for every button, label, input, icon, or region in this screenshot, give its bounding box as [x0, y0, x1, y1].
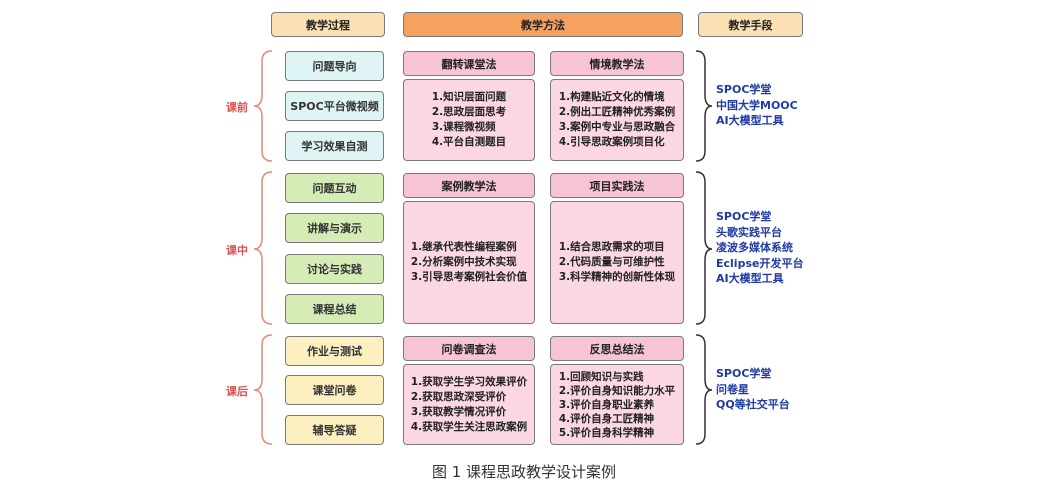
method-project-item: 2.代码质量与可维护性 [558, 256, 665, 268]
method-reflection-body: 1.回顾知识与实践 2.评价自身知识能力水平 3.评价自身职业素养 4.评价自身… [550, 364, 684, 445]
method-project-item: 3.科学精神的创新性体现 [558, 271, 676, 283]
stage-after: 课后 [226, 385, 248, 398]
method-case-title: 案例教学法 [403, 173, 535, 198]
method-reflection-item: 1.回顾知识与实践 [558, 370, 644, 383]
tool-bracket-before [695, 50, 713, 162]
tool-item: 头歌实践平台 [716, 225, 782, 239]
tool-item: AI大模型工具 [716, 272, 784, 285]
method-survey-item: 3.获取教学情况评价 [410, 405, 507, 418]
method-situation-body: 1.构建贴近文化的情境 2.例出工匠精神优秀案例 3.案例中专业与思政融合 4.… [550, 79, 684, 161]
method-survey-item: 4.获取学生关注思政案例 [410, 420, 528, 433]
method-reflection-item: 2.评价自身知识能力水平 [558, 384, 676, 397]
method-flipped-title: 翻转课堂法 [403, 51, 535, 76]
header-methods: 教学方法 [403, 12, 683, 37]
tool-item: 凌波多媒体系统 [716, 241, 793, 254]
method-reflection-item: 4.评价自身工匠精神 [558, 412, 655, 425]
figure-caption: 图 1 课程思政教学设计案例 [431, 463, 617, 481]
method-situation-title: 情境教学法 [550, 51, 684, 76]
process-during-3: 讨论与实践 [285, 254, 384, 284]
method-reflection-item: 5.评价自身科学精神 [558, 426, 655, 439]
bracket-during [253, 171, 273, 325]
process-before-2: SPOC平台微视频 [285, 91, 384, 121]
method-case-item: 3.引导思考案例社会价值 [410, 271, 528, 283]
method-flipped-item: 2.思政层面思考 [431, 106, 507, 118]
method-survey-title: 问卷调查法 [403, 336, 535, 361]
process-during-2: 讲解与演示 [285, 213, 384, 243]
method-reflection-title: 反思总结法 [550, 336, 684, 361]
tools-during: SPOC学堂 头歌实践平台 凌波多媒体系统 Eclipse开发平台 AI大模型工… [716, 209, 803, 287]
bracket-before [253, 50, 273, 162]
tool-item: QQ等社交平台 [716, 398, 790, 411]
method-situation-item: 3.案例中专业与思政融合 [558, 121, 676, 133]
process-during-1: 问题互动 [285, 173, 384, 203]
tools-after: SPOC学堂 问卷星 QQ等社交平台 [716, 366, 790, 413]
method-project-body: 1.结合思政需求的项目 2.代码质量与可维护性 3.科学精神的创新性体现 [550, 201, 684, 324]
tool-bracket-after [695, 334, 713, 445]
method-project-title: 项目实践法 [550, 173, 684, 198]
process-after-3: 辅导答疑 [285, 415, 384, 445]
process-before-3: 学习效果自测 [285, 131, 384, 161]
tool-item: SPOC学堂 [716, 367, 772, 380]
header-tools: 教学手段 [698, 12, 803, 37]
method-situation-item: 2.例出工匠精神优秀案例 [558, 106, 676, 118]
method-project-item: 1.结合思政需求的项目 [558, 241, 665, 253]
method-case-item: 1.继承代表性编程案例 [410, 241, 517, 253]
tool-item: 问卷星 [716, 382, 749, 396]
bracket-after [253, 334, 273, 445]
method-flipped-item: 1.知识层面问题 [431, 91, 507, 103]
method-survey-body: 1.获取学生学习效果评价 2.获取思政深受评价 3.获取教学情况评价 4.获取学… [403, 364, 535, 445]
method-situation-item: 1.构建贴近文化的情境 [558, 91, 665, 103]
tool-item: SPOC学堂 [716, 83, 772, 96]
tool-item: Eclipse开发平台 [716, 256, 804, 270]
stage-before: 课前 [226, 101, 248, 114]
process-after-2: 课堂问卷 [285, 375, 384, 405]
process-after-1: 作业与测试 [285, 336, 384, 366]
method-reflection-item: 3.评价自身职业素养 [558, 398, 655, 411]
method-case-item: 2.分析案例中技术实现 [410, 256, 517, 268]
tool-bracket-during [695, 171, 713, 325]
process-before-1: 问题导向 [285, 51, 384, 81]
method-flipped-body: 1.知识层面问题 2.思政层面思考 3.课程微视频 4.平台自测题目 [403, 79, 535, 161]
method-survey-item: 2.获取思政深受评价 [410, 390, 507, 403]
method-flipped-item: 4.平台自测题目 [431, 136, 507, 148]
header-process: 教学过程 [271, 12, 385, 37]
stage-during: 课中 [226, 244, 248, 257]
method-flipped-item: 3.课程微视频 [431, 121, 496, 133]
method-case-body: 1.继承代表性编程案例 2.分析案例中技术实现 3.引导思考案例社会价值 [403, 201, 535, 324]
tools-before: SPOC学堂 中国大学MOOC AI大模型工具 [716, 82, 798, 129]
tool-item: AI大模型工具 [716, 114, 784, 127]
method-survey-item: 1.获取学生学习效果评价 [410, 375, 528, 388]
tool-item: 中国大学MOOC [716, 98, 798, 112]
tool-item: SPOC学堂 [716, 210, 772, 223]
method-situation-item: 4.引导思政案例项目化 [558, 136, 665, 148]
process-during-4: 课程总结 [285, 294, 384, 324]
